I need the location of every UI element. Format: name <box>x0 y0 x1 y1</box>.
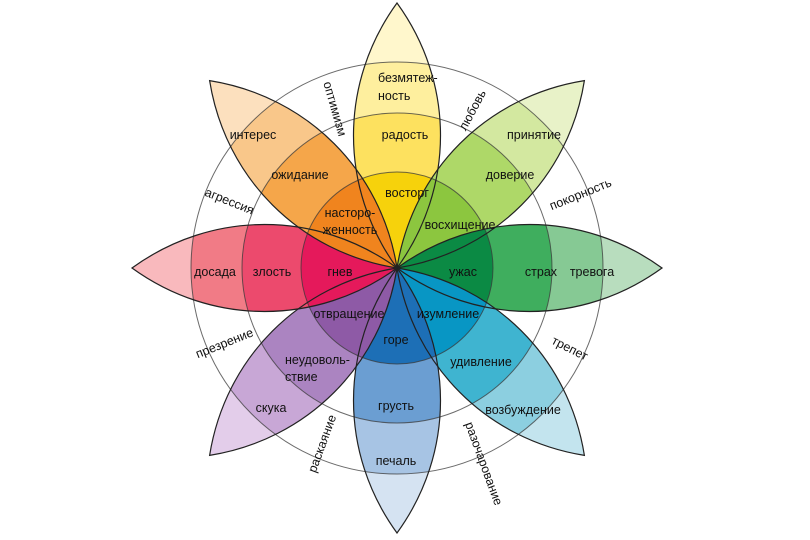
label-annoyance: досада <box>194 265 236 279</box>
label-serenity-1: безмятеж- <box>378 71 438 85</box>
label-boredom: скука <box>256 401 287 415</box>
label-ecstasy: восторг <box>385 186 429 200</box>
ring-outer <box>190 61 604 475</box>
ring-inner <box>300 171 494 365</box>
petal-band <box>397 268 493 364</box>
petal-band <box>397 113 552 268</box>
label-amazement: изумление <box>417 307 479 321</box>
dyad-submission: покорность <box>547 176 613 214</box>
label-serenity-2: ность <box>378 89 410 103</box>
label-acceptance: принятие <box>507 128 561 142</box>
petal-outline <box>395 223 664 313</box>
dyad-contempt: презрение <box>194 325 256 361</box>
label-admiration: восхищение <box>425 218 496 232</box>
petal-outline <box>396 79 586 269</box>
petal-labels: безмятеж- ность радость восторг принятие… <box>194 71 614 468</box>
label-terror: ужас <box>449 265 477 279</box>
petal-disgust <box>209 268 397 456</box>
label-apprehension: тревога <box>570 265 614 279</box>
label-vigilance-2: женность <box>323 223 378 237</box>
petal-band <box>301 172 397 268</box>
dyad-disapproval: разочарование <box>462 420 505 507</box>
label-disgust-2: ствие <box>285 370 318 384</box>
petal-outline <box>396 267 586 457</box>
label-sadness: грусть <box>378 399 414 413</box>
dyad-awe: трепет <box>549 333 590 363</box>
dyad-aggressiveness: агрессия <box>203 185 256 217</box>
ring-middle <box>241 112 553 424</box>
petal-trust <box>397 80 585 268</box>
petal-band <box>397 172 493 268</box>
petal-outline <box>130 223 399 313</box>
petal-outline <box>208 79 398 269</box>
label-joy: радость <box>382 128 429 142</box>
label-disgust-1: неудоволь- <box>285 353 350 367</box>
dyad-optimism: оптимизм <box>320 80 349 138</box>
petal-surprise <box>397 268 585 456</box>
label-trust: доверие <box>486 168 535 182</box>
petal-band <box>301 268 397 364</box>
label-pensiveness: печаль <box>376 454 417 468</box>
petal-band <box>242 113 397 268</box>
label-fear: страх <box>525 265 558 279</box>
label-surprise: удивление <box>450 355 512 369</box>
label-distraction: возбуждение <box>485 403 561 417</box>
dyad-remorse: раскаяние <box>305 413 339 475</box>
label-rage: гнев <box>327 265 352 279</box>
intensity-rings <box>190 61 604 475</box>
petal-band <box>242 268 397 423</box>
label-anticipation: ожидание <box>271 168 328 182</box>
petal-band <box>397 268 552 423</box>
label-grief: горе <box>383 333 408 347</box>
label-anger: злость <box>253 265 291 279</box>
label-loathing: отвращение <box>314 307 385 321</box>
petal-outline <box>352 1 442 270</box>
petal-outline <box>208 267 398 457</box>
petal-outline <box>352 266 442 535</box>
label-vigilance-1: насторо- <box>325 206 376 220</box>
petal-anticipation <box>209 80 397 268</box>
label-interest: интерес <box>230 128 277 142</box>
